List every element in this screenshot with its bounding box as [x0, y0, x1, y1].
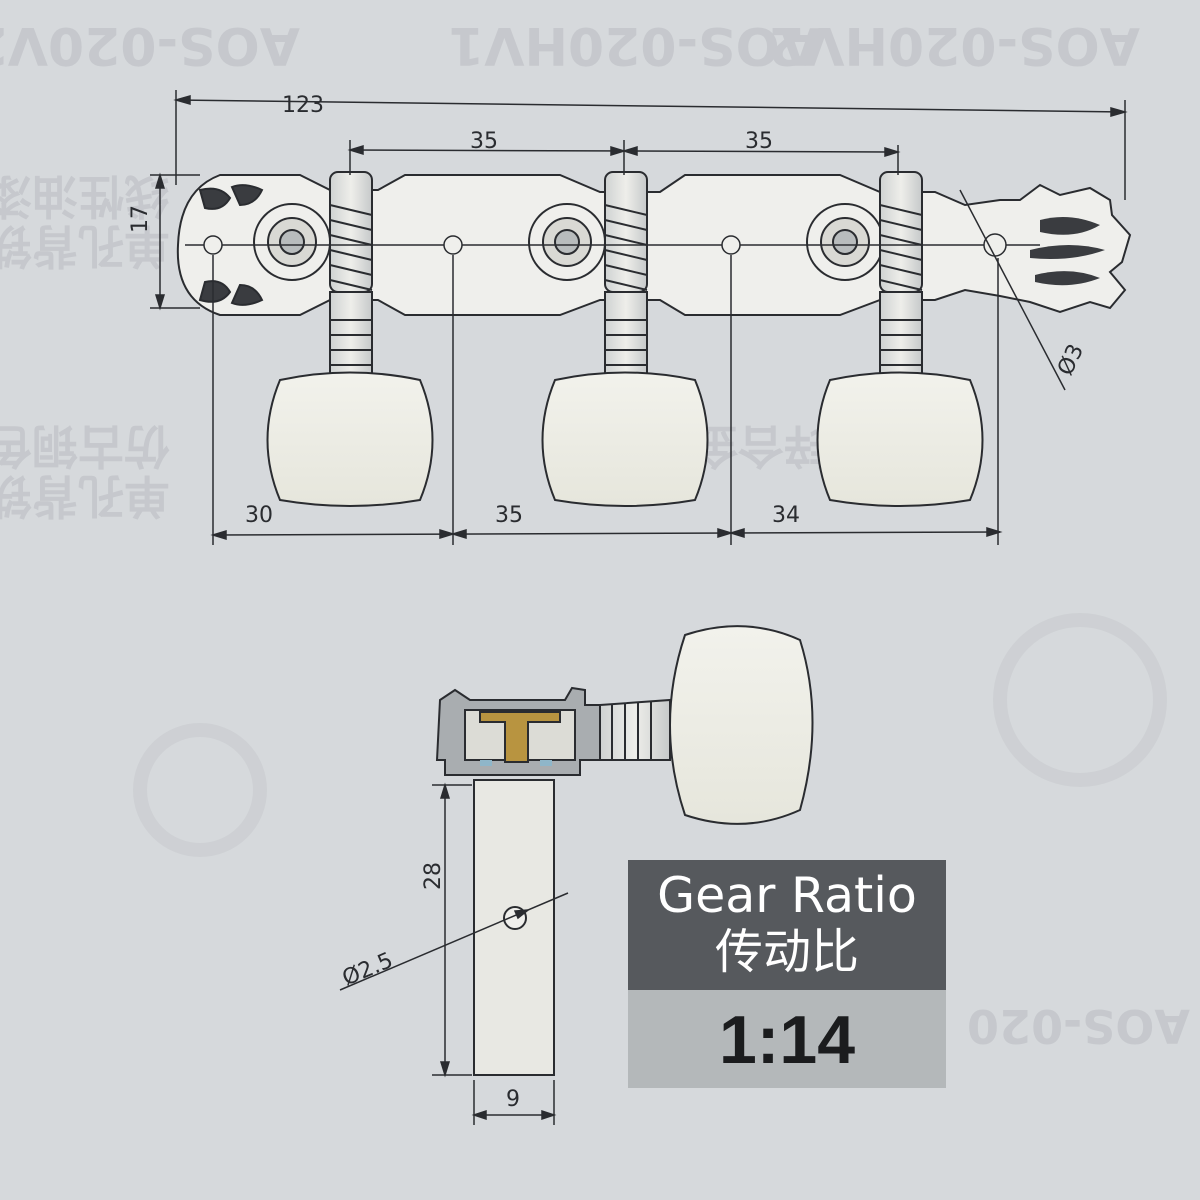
dim-post-height: 28 [421, 862, 446, 890]
bg-text-left-b: 单孔背铁 [0, 219, 170, 273]
gear-ratio-label-zh: 传动比 [714, 924, 859, 980]
gear-ratio-header: Gear Ratio 传动比 [628, 860, 946, 990]
button-knob-3 [816, 371, 984, 507]
tuner-buttons [266, 371, 984, 507]
dim-bottom-2: 35 [495, 503, 523, 528]
roller-holes [253, 203, 884, 281]
dim-bottom-3: 34 [772, 503, 800, 528]
bg-model-mid: AOS-020HV1 [448, 15, 820, 75]
dim-plate-height: 17 [128, 205, 153, 233]
bg-text-right-b: AOS-020 [967, 999, 1190, 1053]
gear-ratio-label-en: Gear Ratio [657, 867, 917, 924]
dimension-lines [150, 90, 1128, 541]
bg-text-mid-a: 仿古铜色 [0, 419, 170, 473]
gear-ratio-value: 1:14 [628, 990, 946, 1088]
button-knob-1 [266, 371, 434, 507]
side-dimension-lines [339, 782, 569, 1125]
dim-post-hole: Ø2.5 [339, 948, 397, 991]
side-view [435, 625, 814, 1076]
background-print: AOS-020V2 AOS-020HV1 AOS-020HV2 线性油漆 单孔背… [0, 15, 1190, 1053]
button-knob-2 [541, 371, 709, 507]
dim-post-spacing-1: 35 [470, 129, 498, 154]
dim-post-width: 9 [506, 1087, 520, 1112]
bg-text-left-a: 线性油漆 [0, 169, 170, 223]
dim-overall-length: 123 [282, 93, 324, 118]
side-button-knob [669, 625, 814, 825]
worm-shafts [329, 171, 923, 383]
dim-hole-diameter: Ø3 [1053, 340, 1089, 379]
dim-bottom-1: 30 [245, 503, 273, 528]
gear-ratio-box: Gear Ratio 传动比 1:14 [628, 860, 946, 1088]
bg-model-right: AOS-020HV2 [768, 15, 1140, 75]
bg-text-mid-b: 单孔背铁 [0, 469, 170, 523]
dim-post-spacing-2: 35 [745, 129, 773, 154]
bg-model-left: AOS-020V2 [0, 15, 300, 75]
